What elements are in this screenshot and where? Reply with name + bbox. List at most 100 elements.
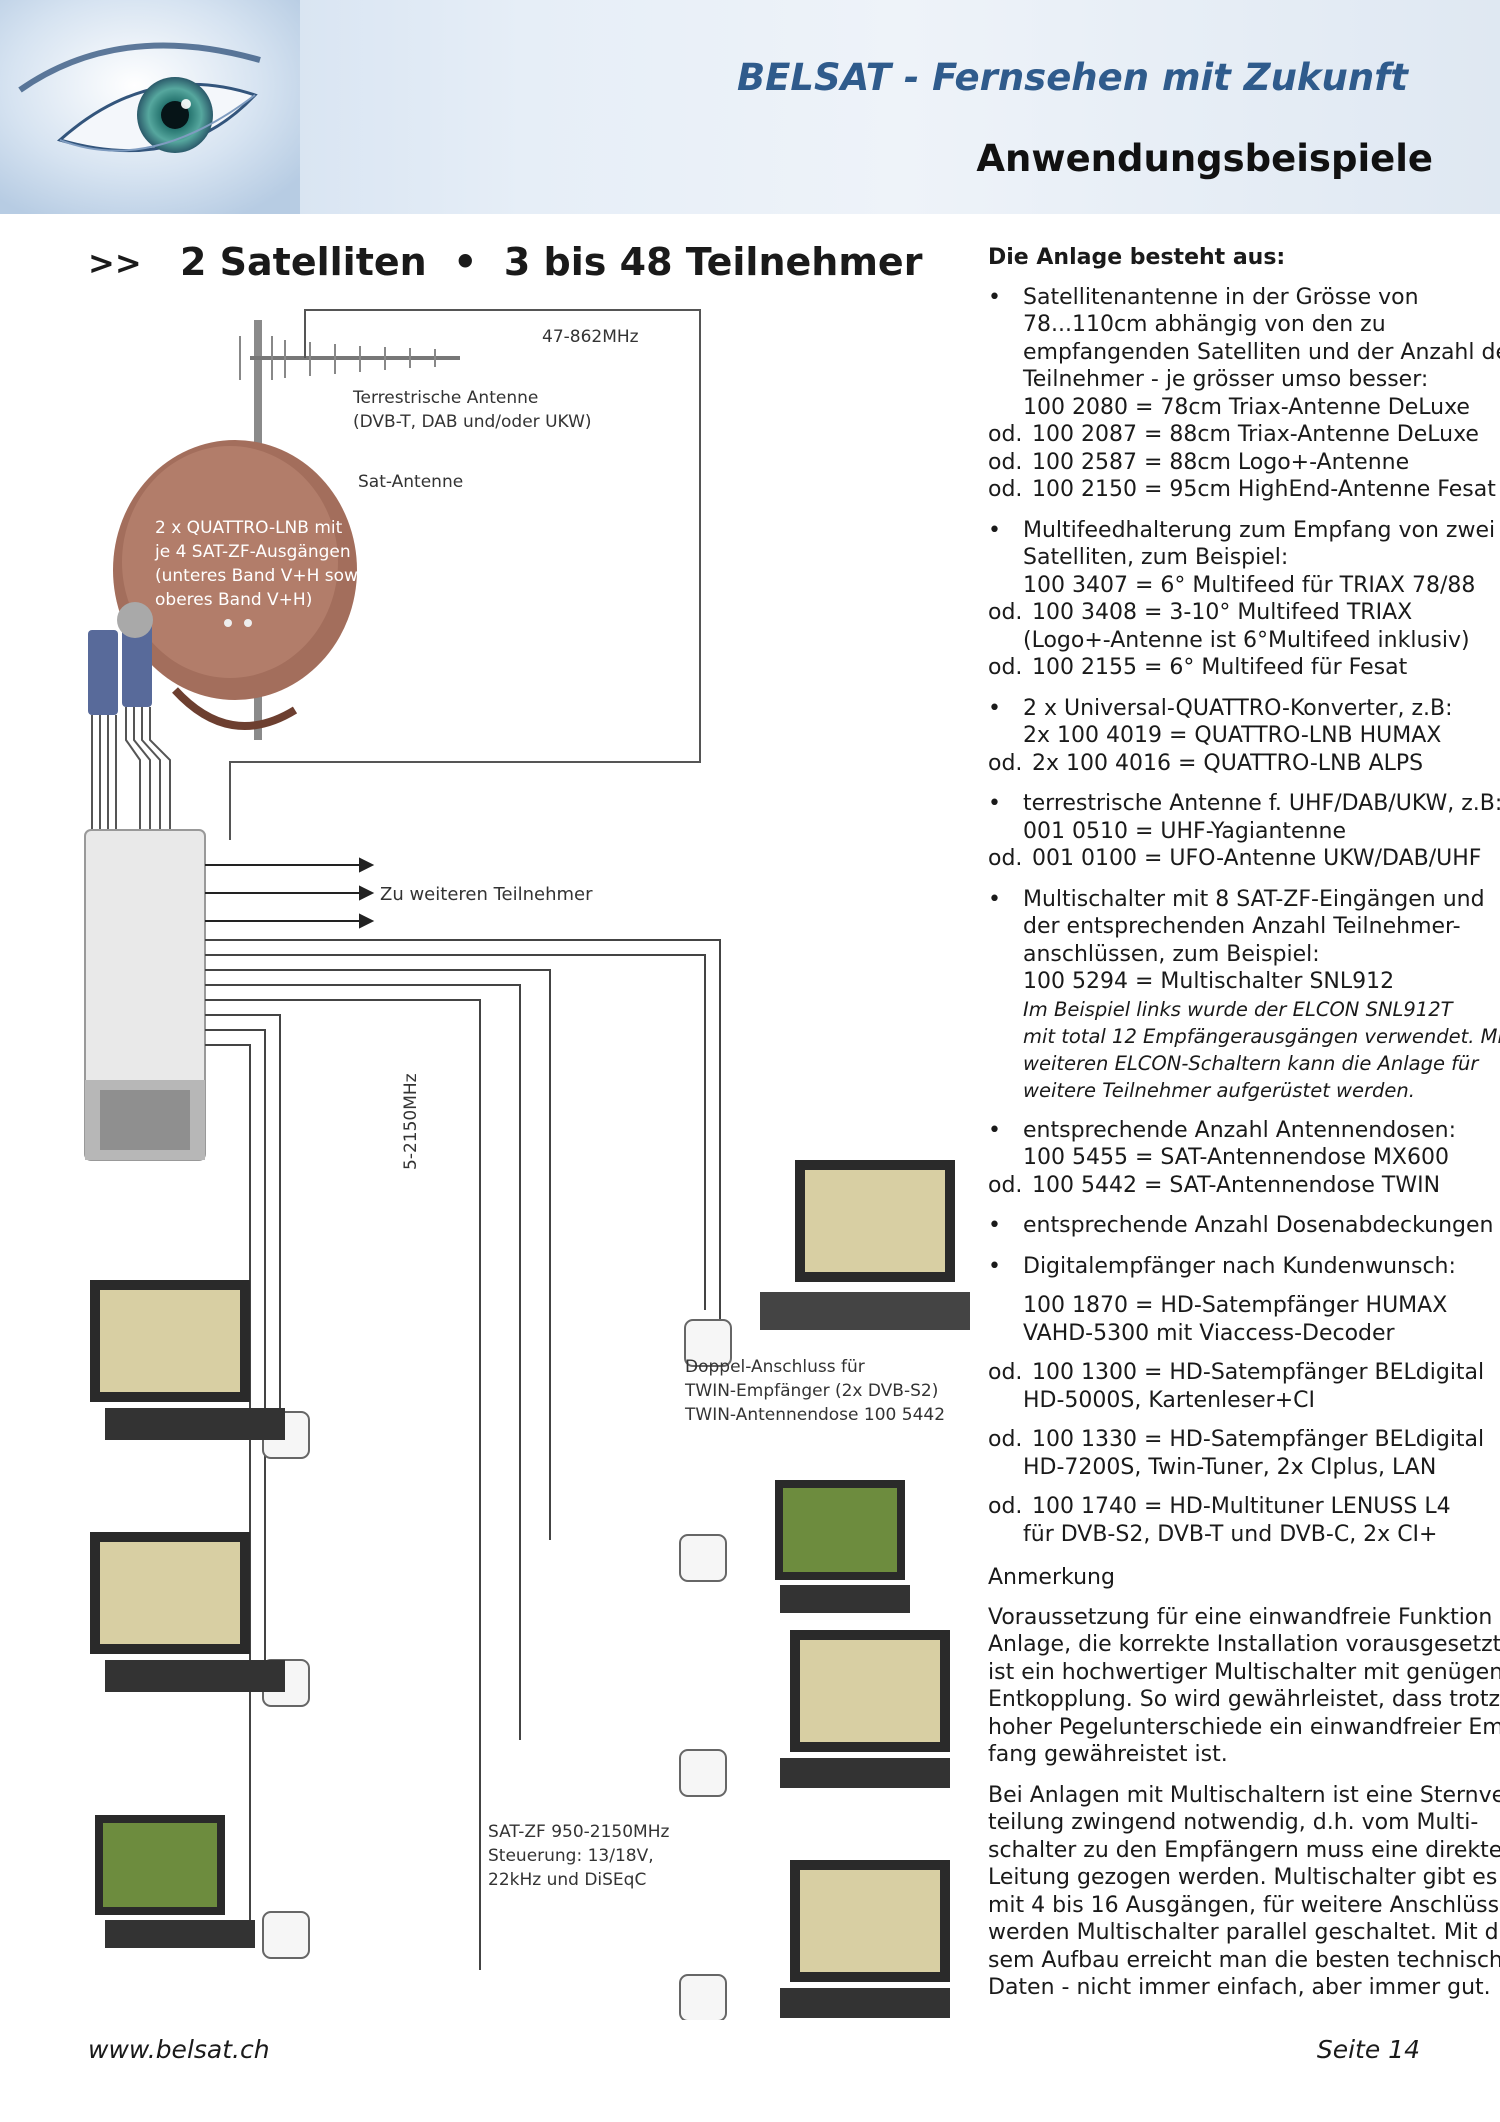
continuation-line: Satelliten, zum Beispiel:: [1023, 545, 1289, 570]
remark-line: Entkopplung. So wird gewährleistet, dass…: [988, 1687, 1500, 1712]
page-number: Seite 14: [1316, 2035, 1420, 2064]
satzf-label-1: SAT-ZF 950-2150MHz: [488, 1822, 669, 1842]
alternative-line: od.100 1740 = HD-Multituner LENUSS L4: [988, 1493, 1500, 1521]
eye-image: [0, 0, 300, 214]
component-item: entsprechende Anzahl Dosenabdeckungen: [988, 1212, 1500, 1240]
remark-line: teilung zwingend notwendig, d.h. vom Mul…: [988, 1810, 1479, 1835]
example-note: weiteren ELCON-Schaltern kann die Anlage…: [1023, 1051, 1479, 1075]
continuation-line: der entsprechenden Anzahl Teilnehmer-: [1023, 914, 1461, 939]
alternative-text: 100 2087 = 88cm Triax-Antenne DeLuxe: [1032, 422, 1479, 447]
remark-paragraph-1: Voraussetzung für eine einwandfreie Funk…: [988, 1604, 1500, 1769]
example-note: mit total 12 Empfängerausgängen verwende…: [1023, 1024, 1500, 1048]
continuation-line: (Logo+-Antenne ist 6°Multifeed inklusiv): [1023, 627, 1470, 653]
section-title: Anwendungsbeispiele: [976, 137, 1433, 180]
continuation-line: HD-7200S, Twin-Tuner, 2x CIplus, LAN: [1023, 1454, 1437, 1480]
bullet-line: Satellitenantenne in der Grösse von: [988, 284, 1500, 312]
continuation-line: HD-5000S, Kartenleser+CI: [1023, 1387, 1316, 1413]
continuation-line: anschlüssen, zum Beispiel:: [1023, 941, 1320, 967]
component-item: Digitalempfänger nach Kundenwunsch: 100 1…: [988, 1253, 1500, 1549]
alternative-label: od.: [988, 477, 1023, 502]
components-list: Satellitenantenne in der Grösse von78...…: [988, 284, 1500, 1549]
brand-title: BELSAT - Fernsehen mit Zukunft: [736, 56, 1408, 99]
alternative-text: 100 1300 = HD-Satempfänger BELdigital: [1032, 1360, 1485, 1385]
component-item: terrestrische Antenne f. UHF/DAB/UKW, z.…: [988, 790, 1500, 873]
components-intro: Die Anlage besteht aus:: [988, 245, 1286, 270]
bullet-line: entsprechende Anzahl Dosenabdeckungen: [988, 1212, 1500, 1240]
remark-line: Anlage, die korrekte Installation voraus…: [988, 1632, 1500, 1657]
remark-line: Daten - nicht immer einfach, aber immer …: [988, 1975, 1491, 2000]
example-note: weitere Teilnehmer aufgerüstet werden.: [1023, 1078, 1415, 1102]
satzf-label-2: Steuerung: 13/18V,: [488, 1846, 654, 1866]
footer-url: www.belsat.ch: [88, 2035, 270, 2064]
quattro-lnb: [88, 602, 153, 715]
continuation-line: empfangenden Satelliten und der Anzahl d…: [1023, 339, 1500, 365]
continuation-line: 100 1870 = HD-Satempfänger HUMAX: [1023, 1293, 1448, 1318]
alternative-label: od.: [988, 1360, 1023, 1385]
components-column: Die Anlage besteht aus: Satellitenantenn…: [988, 244, 1500, 2015]
page-title: 2 Satelliten • 3 bis 48 Teilnehmer: [180, 240, 923, 284]
remark-line: werden Multischalter parallel geschaltet…: [988, 1920, 1500, 1945]
alternative-text: 100 1740 = HD-Multituner LENUSS L4: [1032, 1494, 1451, 1519]
remark-line: Leitung gezogen werden. Multischalter gi…: [988, 1865, 1498, 1890]
lnb-label-2: je 4 SAT-ZF-Ausgängen: [154, 542, 351, 562]
alternative-text: 100 1330 = HD-Satempfänger BELdigital: [1032, 1427, 1485, 1452]
bullet-line: Multifeedhalterung zum Empfang von zwei: [988, 517, 1500, 545]
alternative-text: 100 3408 = 3-10° Multifeed TRIAX: [1032, 600, 1413, 625]
alternative-line: od. 100 2155 = 6° Multifeed für Fesat: [988, 654, 1500, 682]
lnb-label-3: (unteres Band V+H sowie: [155, 566, 373, 586]
lnb-label-4: oberes Band V+H): [155, 590, 312, 610]
alternative-label: od.: [988, 1427, 1023, 1452]
alternative-text: 100 2155 = 6° Multifeed für Fesat: [1032, 655, 1408, 680]
alternative-text: 100 2587 = 88cm Logo+-Antenne: [1032, 449, 1410, 475]
continuation-line: 2x 100 4019 = QUATTRO-LNB HUMAX: [1023, 723, 1442, 748]
heading-arrows: >>: [88, 244, 142, 282]
alternative-label: od.: [988, 846, 1023, 871]
continuation-line: 001 0510 = UHF-Yagiantenne: [1023, 818, 1346, 844]
remark-line: Bei Anlagen mit Multischaltern ist eine …: [988, 1782, 1500, 1808]
lnb-label-1: 2 x QUATTRO-LNB mit: [155, 518, 343, 538]
alternative-line: od. 100 1330 = HD-Satempfänger BELdigital: [988, 1426, 1500, 1454]
alternative-line: od.100 2087 = 88cm Triax-Antenne DeLuxe: [988, 421, 1500, 449]
bullet-line: entsprechende Anzahl Antennendosen:: [988, 1117, 1500, 1145]
spacer: [988, 1414, 1500, 1426]
continuation-line: 100 2080 = 78cm Triax-Antenne DeLuxe: [1023, 394, 1470, 420]
page-header: BELSAT - Fernsehen mit Zukunft Anwendung…: [0, 0, 1500, 214]
alternative-line: od. 2x 100 4016 = QUATTRO-LNB ALPS: [988, 750, 1500, 778]
twin-label-2: TWIN-Empfänger (2x DVB-S2): [684, 1381, 938, 1401]
alternative-label: od.: [988, 655, 1023, 680]
component-item: 2 x Universal-QUATTRO-Konverter, z.B:2x …: [988, 695, 1500, 778]
freq-terrestrial-label: 47-862MHz: [542, 327, 639, 347]
alternative-line: od. 001 0100 = UFO-Antenne UKW/DAB/UHF: [988, 845, 1500, 873]
alternative-line: od.100 3408 = 3-10° Multifeed TRIAX: [988, 599, 1500, 627]
remark-line: hoher Pegelunterschiede ein einwandfreie…: [988, 1714, 1500, 1740]
alternative-text: 2x 100 4016 = QUATTRO-LNB ALPS: [1032, 750, 1424, 776]
component-item: entsprechende Anzahl Antennendosen: 100 5…: [988, 1117, 1500, 1200]
remark-paragraph-2: Bei Anlagen mit Multischaltern ist eine …: [988, 1782, 1500, 2002]
alternative-line: od. 100 5442 = SAT-Antennendose TWIN: [988, 1172, 1500, 1200]
continuation-line: VAHD-5300 mit Viaccess-Decoder: [1023, 1320, 1395, 1346]
alternative-label: od.: [988, 449, 1023, 475]
component-item: Satellitenantenne in der Grösse von78...…: [988, 284, 1500, 504]
alternative-line: od. 100 2150 = 95cm HighEnd-Antenne Fesat: [988, 476, 1500, 504]
freq-sat-label: 5-2150MHz: [401, 1073, 421, 1170]
alternative-label: od.: [988, 1172, 1023, 1198]
installation-diagram: 47-862MHz Terrestrische Antenne (DVB-T, …: [84, 309, 970, 2020]
tv-sets: [90, 1160, 970, 2018]
alternative-label: od.: [988, 750, 1023, 776]
remark-line: ist ein hochwertiger Multischalter mit g…: [988, 1659, 1500, 1685]
alternative-text: 100 5442 = SAT-Antennendose TWIN: [1032, 1172, 1441, 1198]
twin-label-3: TWIN-Antennendose 100 5442: [684, 1405, 945, 1425]
bullet-line: terrestrische Antenne f. UHF/DAB/UKW, z.…: [988, 790, 1500, 818]
example-note: Im Beispiel links wurde der ELCON SNL912…: [1023, 997, 1453, 1021]
bullet-line: 2 x Universal-QUATTRO-Konverter, z.B:: [988, 695, 1500, 723]
component-item: Multischalter mit 8 SAT-ZF-Eingängen und…: [988, 886, 1500, 1104]
continuation-line: Teilnehmer - je grösser umso besser:: [1023, 367, 1429, 392]
multiswitch: [84, 829, 206, 1161]
bullet-line: Digitalempfänger nach Kundenwunsch:: [988, 1253, 1500, 1281]
satzf-label-3: 22kHz und DiSEqC: [488, 1870, 646, 1890]
remark-title: Anmerkung: [988, 1565, 1115, 1590]
spacer: [988, 1280, 1500, 1292]
alternative-text: 001 0100 = UFO-Antenne UKW/DAB/UHF: [1032, 846, 1482, 871]
remark-line: sem Aufbau erreicht man die besten techn…: [988, 1947, 1500, 1973]
alternative-text: 100 2150 = 95cm HighEnd-Antenne Fesat: [1032, 477, 1496, 502]
